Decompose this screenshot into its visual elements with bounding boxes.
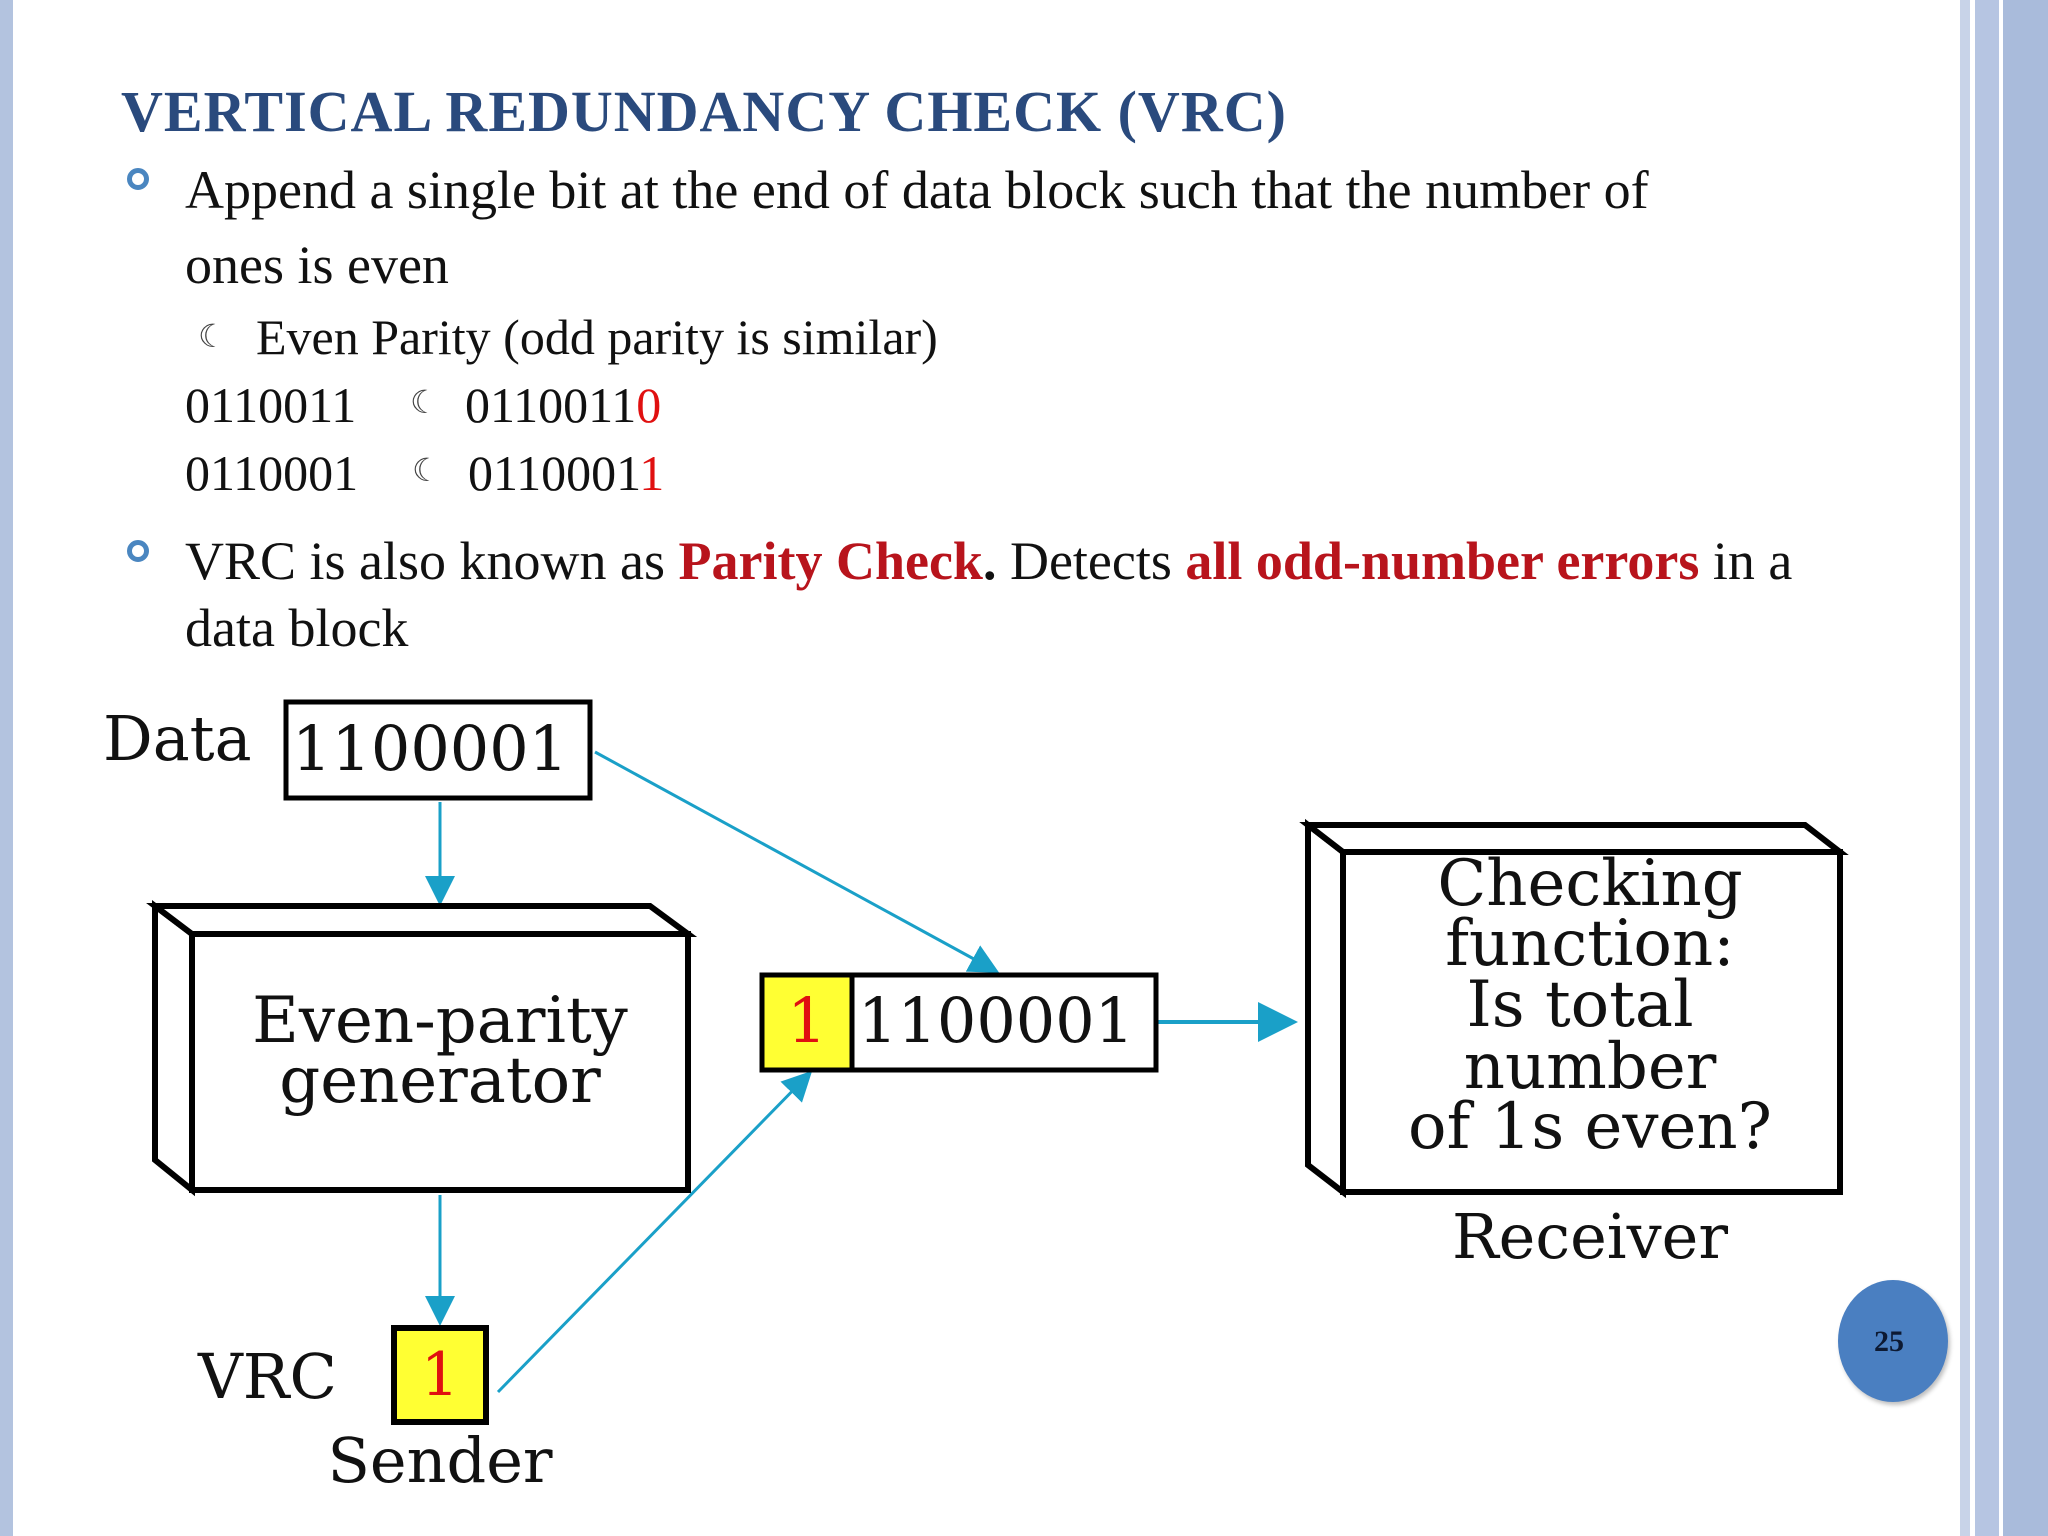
example-output: 01100011 [468, 448, 664, 498]
bullet1-line2: ones is even [185, 235, 449, 295]
checker-line1: Checking [1437, 847, 1742, 921]
bullet2-text: in a [1699, 531, 1793, 591]
frame-data-box [849, 972, 1159, 1073]
example-output: 01100110 [465, 380, 661, 430]
bullet-circle-icon [127, 540, 149, 562]
right-border-bar [1975, 0, 1999, 1536]
right-border-bar [1960, 0, 1970, 1536]
frame-parity-box [759, 972, 855, 1073]
parity-check-emphasis: Parity Check [678, 531, 983, 591]
frame-data-bits: 1100001 [858, 984, 1134, 1057]
frame-parity-bit: 1 [787, 984, 826, 1057]
parity-bit: 0 [636, 377, 662, 433]
bullet2-period: . [982, 531, 997, 591]
bullet2-text: VRC is also known as [185, 531, 679, 591]
page-number: 25 [1874, 1325, 1904, 1358]
vrc-label: VRC [197, 1340, 337, 1413]
generator-box-side [152, 899, 195, 1197]
right-border-bar [2003, 0, 2048, 1536]
bullet1-line1: Append a single bit at the end of data b… [185, 160, 1649, 220]
crescent-arrow-icon: ☾ [412, 452, 441, 488]
data-box [283, 699, 593, 801]
odd-errors-emphasis: all odd-number errors [1185, 531, 1700, 591]
generator-label-line1: Even-parity [252, 984, 628, 1058]
checker-box-side [1305, 818, 1346, 1199]
sub-bullet-text: Even Parity (odd parity is similar) [256, 309, 938, 365]
left-border-bar [0, 0, 13, 1536]
crescent-arrow-icon: ☾ [198, 318, 227, 354]
example-input: 0110011 [185, 377, 357, 433]
page-number-badge [1838, 1280, 1948, 1402]
data-label: Data [103, 702, 252, 775]
example-output-prefix: 0110011 [465, 377, 637, 433]
vrc-bit: 1 [421, 1340, 459, 1410]
data-bits: 1100001 [292, 712, 568, 785]
example-output-prefix: 0110001 [468, 445, 640, 501]
generator-box [189, 931, 691, 1193]
checker-box [1340, 849, 1843, 1195]
parity-bit: 1 [639, 445, 665, 501]
receiver-label: Receiver [1452, 1200, 1728, 1273]
bullet2-text: Detects [996, 531, 1186, 591]
checker-line5: of 1s even? [1408, 1090, 1772, 1164]
vrc-to-frame-arrow [496, 1070, 813, 1394]
checker-line3: Is total [1466, 968, 1693, 1042]
checker-line4: number [1464, 1030, 1717, 1104]
example-input: 0110001 [185, 445, 359, 501]
bullet-circle-icon [127, 168, 149, 190]
vrc-bit-box [391, 1325, 489, 1425]
checker-line2: function: [1445, 907, 1734, 981]
bullet2-line2: data block [185, 598, 409, 658]
bullet2-line1: VRC is also known as Parity Check. Detec… [185, 534, 1792, 588]
generator-label-line2: generator [279, 1044, 601, 1118]
sender-label: Sender [327, 1424, 552, 1497]
data-to-frame-arrow [594, 750, 1000, 973]
crescent-arrow-icon: ☾ [410, 384, 439, 420]
slide-title: VERTICAL REDUNDANCY CHECK (VRC) [121, 79, 1287, 144]
generator-box-top [146, 903, 698, 937]
